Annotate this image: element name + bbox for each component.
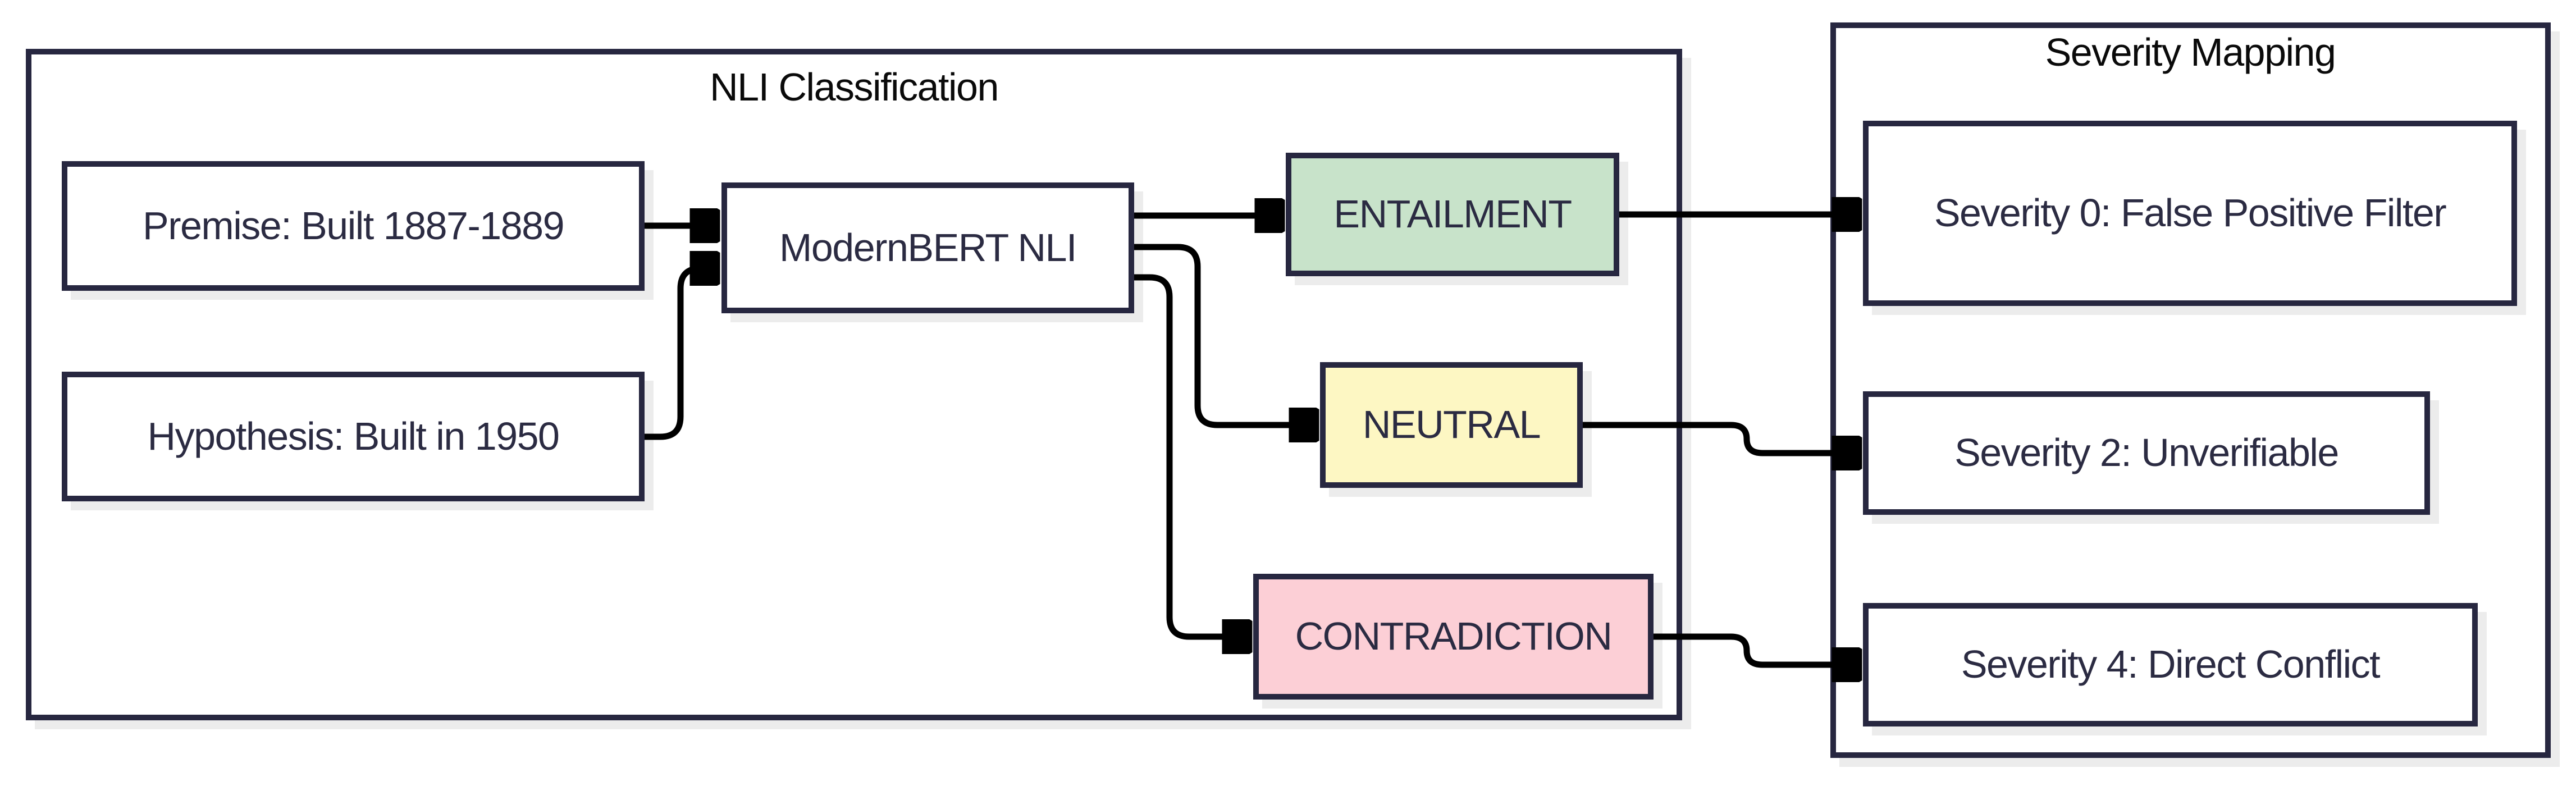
node-entailment-label: ENTAILMENT [1333,192,1572,236]
node-entailment: ENTAILMENT [1286,153,1619,276]
node-premise-label: Premise: Built 1887-1889 [143,203,565,248]
node-modernbert-nli: ModernBERT NLI [721,182,1134,313]
node-hypothesis: Hypothesis: Built in 1950 [62,372,645,501]
node-neutral: NEUTRAL [1320,362,1583,488]
node-contradiction: CONTRADICTION [1253,574,1654,700]
node-modernbert-nli-label: ModernBERT NLI [779,225,1077,269]
node-hypothesis-label: Hypothesis: Built in 1950 [147,414,560,458]
cluster-severity-title: Severity Mapping [2045,30,2336,74]
node-contradiction-label: CONTRADICTION [1295,614,1613,659]
node-severity-4: Severity 4: Direct Conflict [1863,603,2478,726]
node-severity-4-label: Severity 4: Direct Conflict [1961,642,2381,687]
node-neutral-label: NEUTRAL [1362,403,1541,447]
node-severity-0: Severity 0: False Positive Filter [1863,121,2517,306]
node-severity-0-label: Severity 0: False Positive Filter [1934,191,2447,235]
node-severity-2: Severity 2: Unverifiable [1863,391,2430,515]
cluster-nli-title: NLI Classification [710,65,999,109]
node-severity-2-label: Severity 2: Unverifiable [1954,431,2339,475]
node-premise: Premise: Built 1887-1889 [62,161,645,291]
